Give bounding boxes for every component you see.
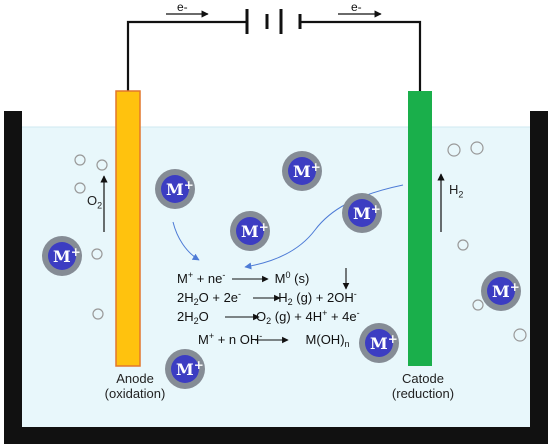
anode-label: Anode (oxidation) — [92, 371, 178, 401]
equation-2: 2H2O + 2e- H2 (g) + 2OH- — [177, 289, 357, 307]
electron-label-left: e- — [177, 0, 188, 14]
gas-bubble — [91, 248, 103, 260]
anode-gas-label: O2 — [87, 193, 103, 211]
battery — [245, 9, 302, 34]
metal-ion-label: M+ — [166, 178, 194, 199]
gas-bubble — [447, 143, 461, 157]
metal-ions: M+ M+ M+ M+ M+ M+ M+ M+ — [42, 151, 521, 389]
anode-title: Anode — [116, 371, 154, 386]
anode-subtitle: (oxidation) — [104, 386, 166, 401]
metal-ion: M+ — [230, 211, 270, 251]
metal-ion: M+ — [359, 323, 399, 363]
metal-ion: M+ — [282, 151, 322, 191]
metal-ion-label: M+ — [492, 280, 520, 301]
cathode-subtitle: (reduction) — [391, 386, 455, 401]
anode-electrode — [115, 90, 141, 367]
metal-ion-label: M+ — [293, 160, 321, 181]
metal-ion: M+ — [165, 349, 205, 389]
metal-ion-label: M+ — [176, 358, 204, 379]
electron-label-right: e- — [351, 0, 362, 14]
gas-bubble — [74, 182, 86, 194]
equation-1: M+ + ne- M0 (s) — [177, 270, 310, 287]
metal-ion-label: M+ — [353, 202, 381, 223]
gas-bubble — [470, 141, 484, 155]
metal-ion: M+ — [481, 271, 521, 311]
metal-ion-label: M+ — [53, 245, 81, 266]
gas-bubble — [74, 154, 86, 166]
equation-4: M+ + n OH- M(OH)n — [198, 331, 350, 349]
cathode-gas-label: H2 — [449, 182, 464, 200]
gas-bubble — [472, 299, 484, 311]
gas-bubble — [92, 308, 104, 320]
circuit-wire — [126, 20, 422, 91]
metal-ion-label: M+ — [241, 220, 269, 241]
container — [4, 111, 548, 444]
equation-3: 2H2O O2 (g) + 4H+ + 4e- — [177, 308, 360, 326]
cathode-title: Catode — [402, 371, 444, 386]
metal-ion-label: M+ — [370, 332, 398, 353]
cathode-label: Catode (reduction) — [380, 371, 466, 401]
gas-bubbles — [74, 141, 527, 342]
gas-bubble — [96, 159, 108, 171]
cathode-electrode — [408, 91, 432, 366]
ion-migration-arrow — [172, 221, 200, 261]
metal-ion: M+ — [42, 236, 82, 276]
metal-ion: M+ — [155, 169, 195, 209]
gas-bubble — [513, 328, 527, 342]
metal-ion: M+ — [342, 193, 382, 233]
gas-bubble — [457, 239, 469, 251]
